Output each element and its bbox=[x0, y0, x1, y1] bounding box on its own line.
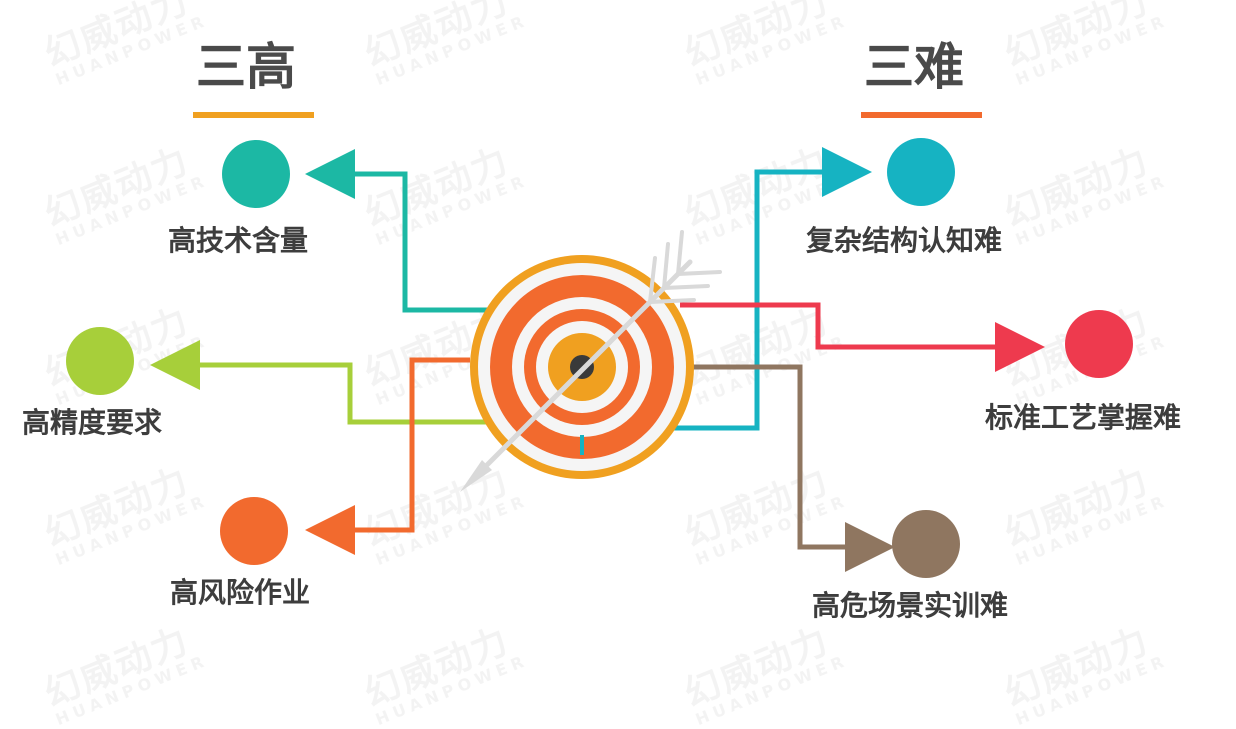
connector-layer bbox=[150, 147, 1045, 572]
hazard-label: 高危场景实训难 bbox=[812, 589, 1009, 622]
high-precision-dot bbox=[66, 327, 134, 395]
left-heading-underline bbox=[193, 112, 314, 118]
process-label: 标准工艺掌握难 bbox=[985, 401, 1182, 434]
process-dot bbox=[1065, 310, 1133, 378]
high-risk-label: 高风险作业 bbox=[170, 576, 311, 609]
left-heading: 三高 bbox=[196, 38, 296, 96]
connector-structure bbox=[672, 147, 872, 431]
high-tech-dot bbox=[222, 140, 290, 208]
high-risk-dot bbox=[220, 497, 288, 565]
connector-high-risk bbox=[305, 357, 470, 555]
connector-high-tech bbox=[305, 149, 500, 313]
arrow-fletching bbox=[648, 230, 722, 304]
high-precision-label: 高精度要求 bbox=[22, 406, 163, 439]
hazard-dot bbox=[892, 510, 960, 578]
arrow-shaft bbox=[467, 259, 693, 485]
right-heading-underline bbox=[861, 112, 982, 118]
arrow-tip bbox=[460, 460, 492, 492]
high-tech-label: 高技术含量 bbox=[168, 224, 309, 257]
right-heading: 三难 bbox=[864, 38, 964, 96]
target-tick bbox=[580, 435, 584, 455]
connector-high-precision bbox=[150, 340, 490, 425]
structure-label: 复杂结构认知难 bbox=[806, 224, 1003, 257]
connector-hazard bbox=[690, 364, 895, 572]
structure-dot bbox=[887, 138, 955, 206]
connector-process bbox=[680, 302, 1045, 372]
target-bullseye bbox=[460, 230, 722, 492]
